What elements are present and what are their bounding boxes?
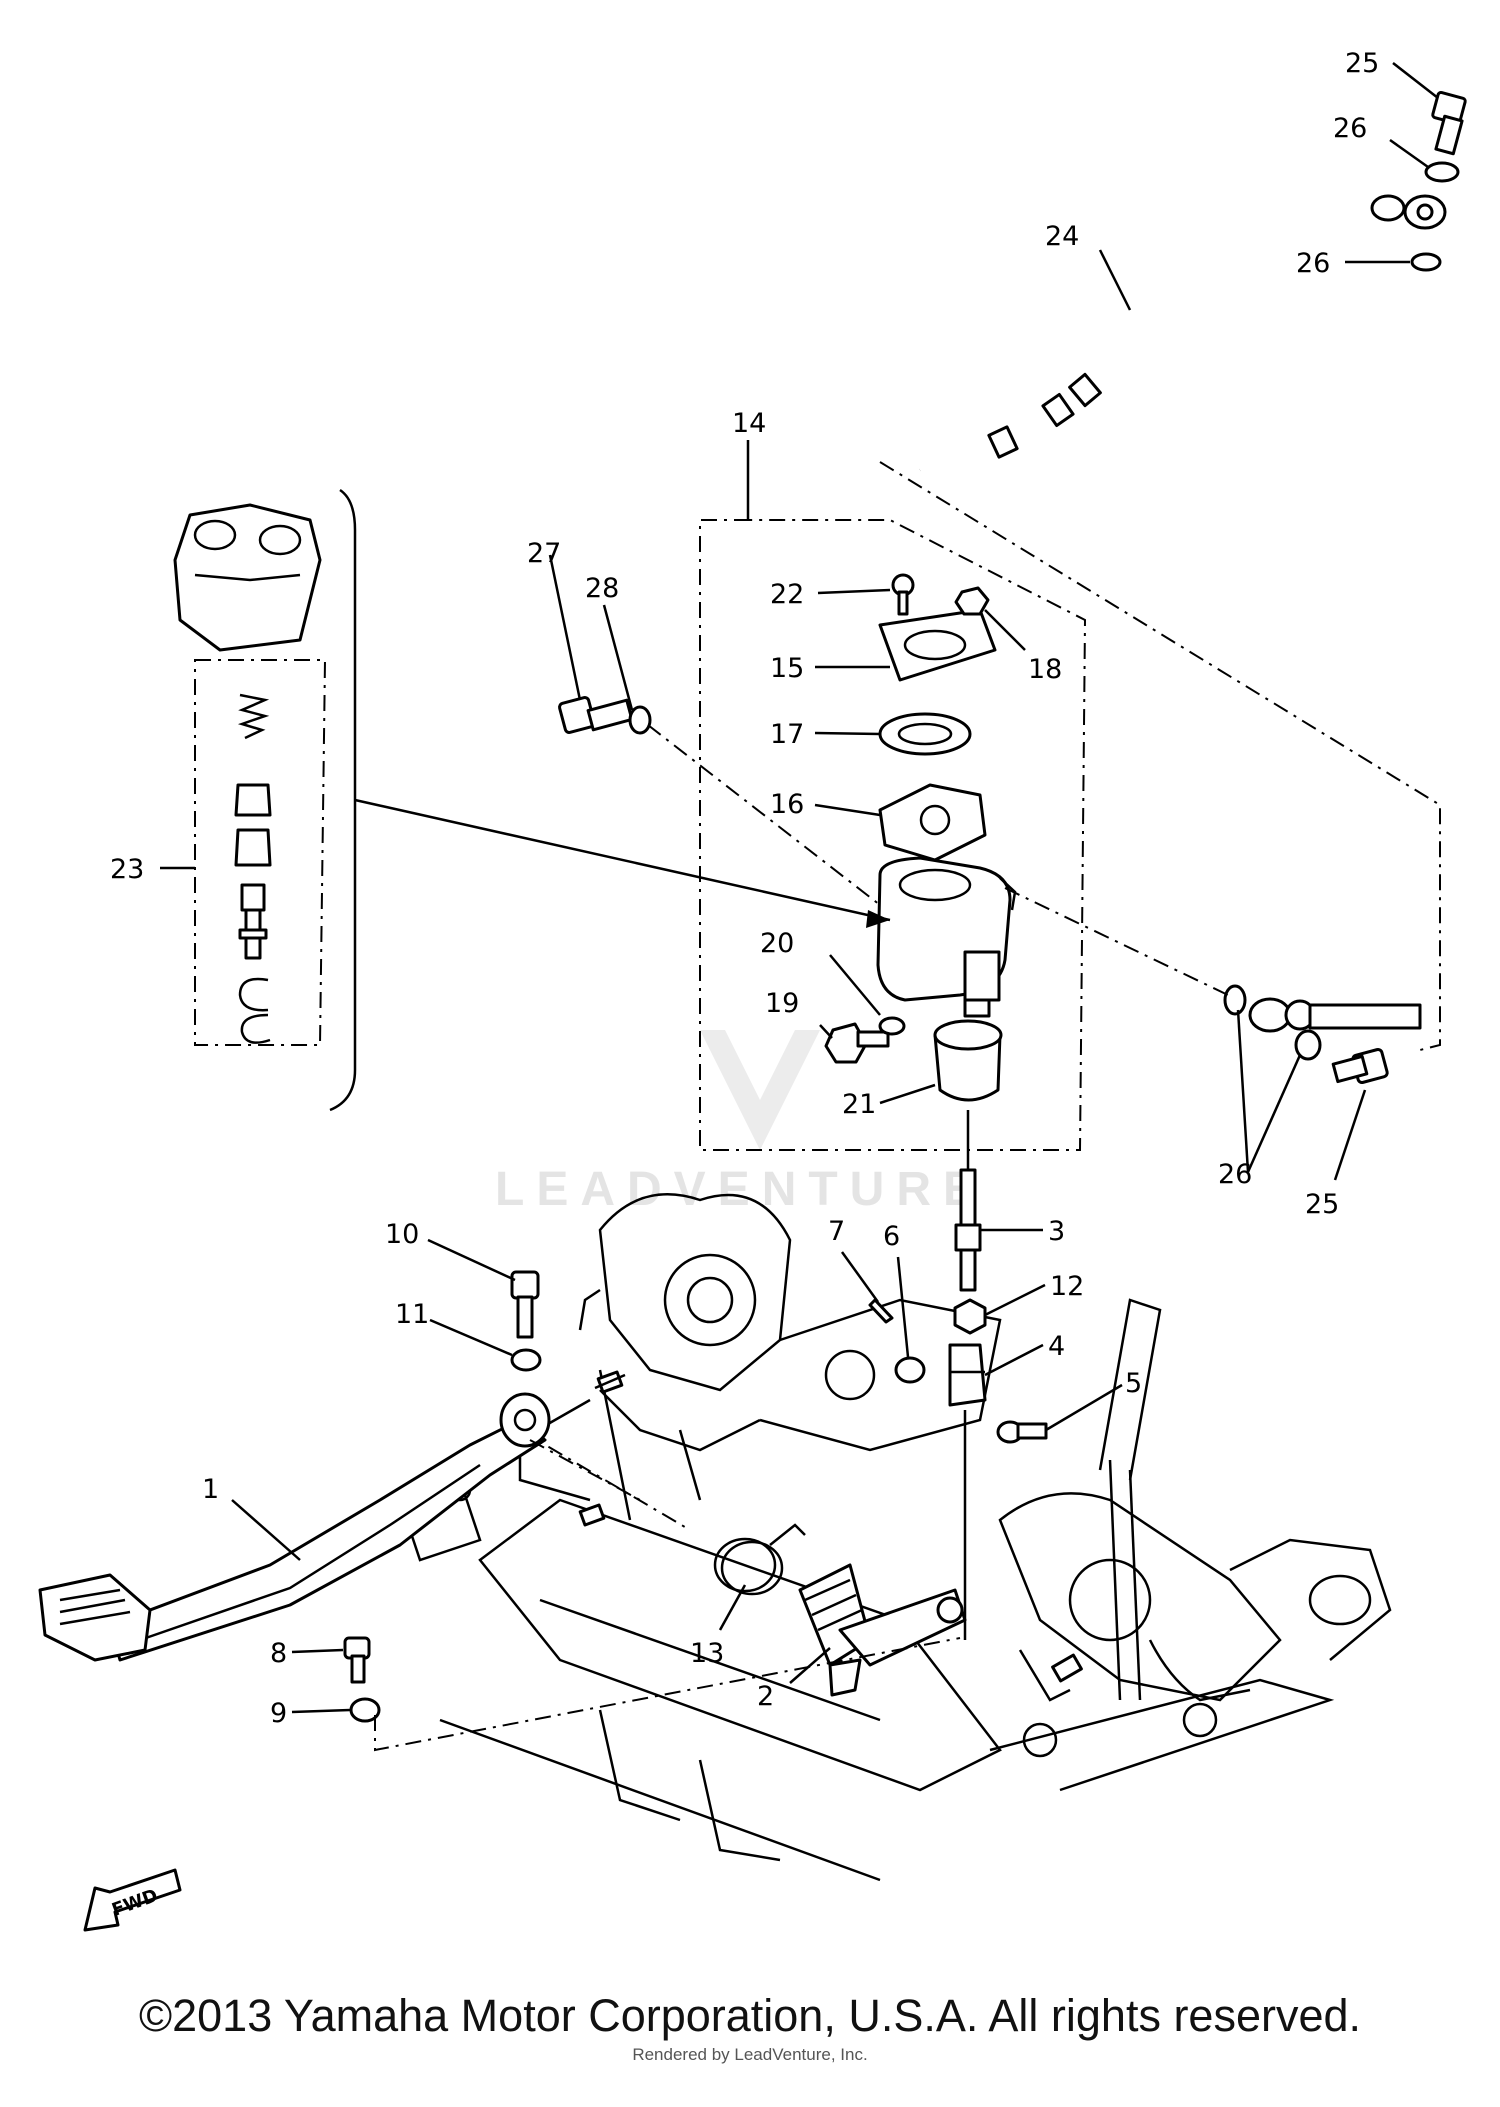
kit-pointer-arrow — [866, 910, 890, 928]
bolt-10 — [510, 1270, 540, 1339]
callout-26-top-b: 26 — [1296, 248, 1330, 279]
washer-28 — [628, 705, 652, 735]
callout-3: 3 — [1048, 1216, 1065, 1247]
bolt-19 — [824, 1022, 890, 1064]
reservoir-housing-detail — [173, 503, 322, 652]
leader-lines — [160, 62, 1439, 1714]
kit-piston — [238, 883, 268, 960]
callout-9: 9 — [270, 1698, 287, 1729]
kit-23-box — [194, 659, 327, 1046]
callout-28: 28 — [585, 573, 619, 604]
cotter-pin-7 — [868, 1298, 894, 1324]
kit-23-bracket — [329, 488, 357, 1112]
frame-studs — [578, 1370, 1083, 1683]
lower-banjo — [1248, 997, 1422, 1033]
return-spring — [713, 1523, 806, 1596]
pin-5 — [996, 1420, 1048, 1444]
callout-25-lower: 25 — [1305, 1189, 1339, 1220]
washer-26-a — [1424, 161, 1460, 183]
union-bolt-top — [1431, 90, 1467, 156]
nut-18 — [954, 586, 990, 616]
kit-pointer-line — [354, 798, 891, 922]
callout-labels: 25 26 26 24 14 27 28 22 18 15 17 16 20 1… — [110, 48, 1379, 1729]
locknut-12 — [953, 1298, 987, 1335]
clevis — [948, 1343, 987, 1407]
washer-11 — [510, 1348, 542, 1372]
bolt-8 — [343, 1636, 371, 1684]
callout-20: 20 — [760, 928, 794, 959]
fwd-arrow: FWD — [83, 1868, 182, 1932]
union-bolt-27 — [558, 696, 634, 734]
brake-shaft — [798, 1563, 967, 1697]
callout-19: 19 — [765, 988, 799, 1019]
callout-15: 15 — [770, 653, 804, 684]
washer-20 — [878, 1016, 906, 1036]
kit-cup-b — [234, 828, 272, 867]
washer-6 — [894, 1356, 926, 1384]
callout-26-lower: 26 — [1218, 1159, 1252, 1190]
callout-6: 6 — [883, 1221, 900, 1252]
washer-9 — [349, 1697, 381, 1723]
master-cylinder-body — [876, 856, 1017, 1018]
callout-1: 1 — [202, 1474, 219, 1505]
plate-16 — [878, 783, 987, 862]
pedal-route-dash — [529, 1439, 641, 1501]
callout-10: 10 — [385, 1219, 419, 1250]
reservoir-cap — [878, 608, 997, 682]
boot-21 — [933, 1019, 1003, 1102]
callout-5: 5 — [1125, 1368, 1142, 1399]
callout-7: 7 — [828, 1216, 845, 1247]
callout-13: 13 — [690, 1638, 724, 1669]
callout-27: 27 — [527, 538, 561, 569]
copyright-notice: ©2013 Yamaha Motor Corporation, U.S.A. A… — [138, 1990, 1362, 2041]
callout-24: 24 — [1045, 221, 1079, 252]
callout-16: 16 — [770, 789, 804, 820]
watermark: LEADVENTURE — [495, 1030, 987, 1216]
washer-26-d — [1294, 1029, 1322, 1061]
kit-clip-b — [240, 1013, 271, 1044]
rendered-by-notice: Rendered by LeadVenture, Inc. — [632, 2045, 868, 2064]
brake-pedal — [38, 1392, 551, 1662]
callout-14: 14 — [732, 408, 766, 439]
banjo-route-dash — [1004, 887, 1229, 996]
kit-clip-a — [238, 977, 269, 1012]
callout-21: 21 — [842, 1089, 876, 1120]
callout-4: 4 — [1048, 1331, 1065, 1362]
kit-cup-a — [234, 783, 272, 817]
kit-spring — [237, 693, 270, 740]
callout-26-top-a: 26 — [1333, 113, 1367, 144]
brake-hose — [918, 192, 1447, 474]
callout-12: 12 — [1050, 1271, 1084, 1302]
diaphragm — [878, 712, 972, 756]
frame — [398, 1193, 1392, 1882]
callout-2: 2 — [757, 1681, 774, 1712]
callout-22: 22 — [770, 579, 804, 610]
callout-25-top: 25 — [1345, 48, 1379, 79]
bolt-route-dash — [647, 724, 881, 906]
bolt-8-route-dash — [374, 1637, 961, 1752]
callout-17: 17 — [770, 719, 804, 750]
callout-11: 11 — [395, 1299, 429, 1330]
screw-22 — [891, 573, 915, 616]
callout-8: 8 — [270, 1638, 287, 1669]
washer-26-b — [1410, 252, 1442, 272]
push-rod — [954, 1168, 982, 1292]
union-bolt-25-lower — [1331, 1047, 1389, 1085]
callout-23: 23 — [110, 854, 144, 885]
watermark-text: LEADVENTURE — [495, 1163, 987, 1216]
assembly-14-box — [699, 519, 1087, 1151]
washer-26-c — [1223, 984, 1247, 1016]
callout-18: 18 — [1028, 654, 1062, 685]
